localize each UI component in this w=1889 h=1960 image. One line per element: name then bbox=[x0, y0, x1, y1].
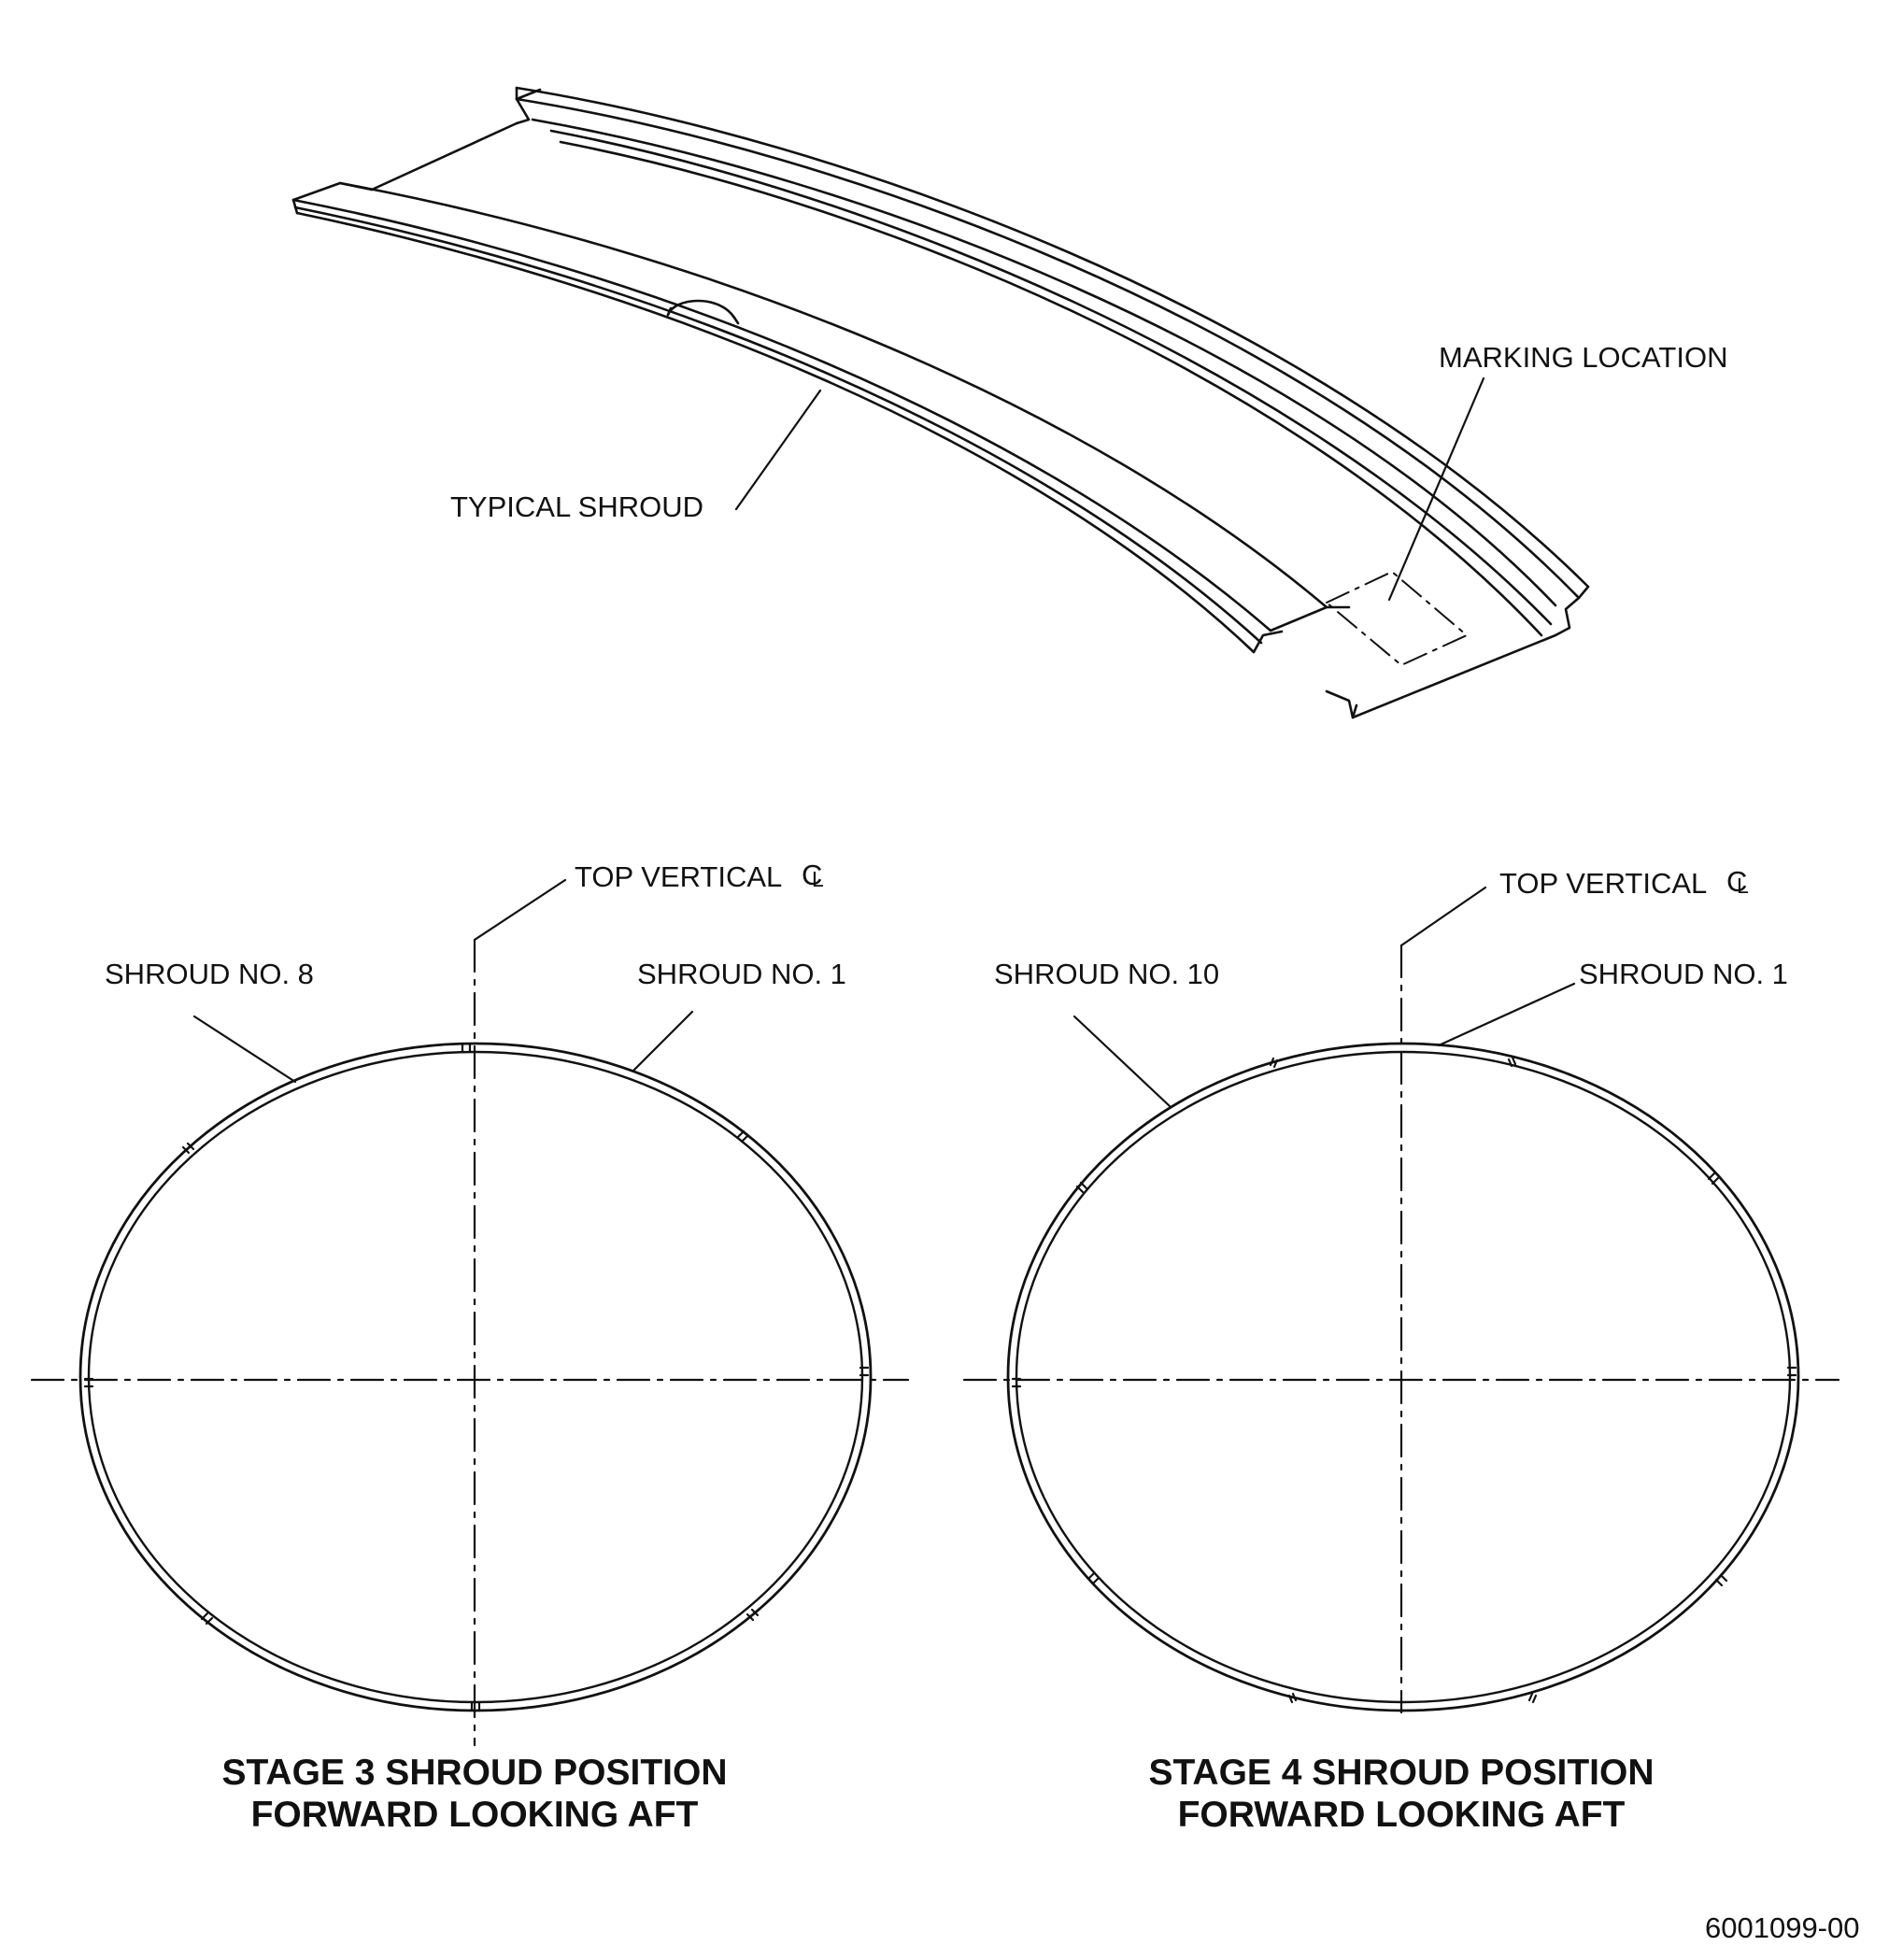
stage3-shroud-no-1-label: SHROUD NO. 1 bbox=[637, 958, 846, 990]
stage3-top-vertical-label: TOP VERTICAL bbox=[575, 860, 783, 893]
detail-leaders bbox=[734, 376, 1485, 602]
stage4-title-line2: FORWARD LOOKING AFT bbox=[1177, 1794, 1626, 1835]
stage3-leaders bbox=[192, 878, 694, 1084]
stage4-ring bbox=[1006, 1042, 1800, 1712]
drawing-number: 6001099-00 bbox=[1705, 1911, 1860, 1944]
stage4-centerline-l: L bbox=[1737, 873, 1749, 898]
typical-shroud-leader bbox=[734, 389, 822, 511]
stage3-title: STAGE 3 SHROUD POSITION FORWARD LOOKING … bbox=[221, 1753, 727, 1837]
typical-shroud-label: TYPICAL SHROUD bbox=[450, 490, 704, 523]
stage4-centerline-c: C bbox=[1726, 865, 1748, 898]
marking-location-label: MARKING LOCATION bbox=[1439, 341, 1728, 374]
stage3-centerline-l: L bbox=[812, 867, 824, 891]
stage3-centerline-c: C bbox=[802, 859, 823, 891]
stage4-shroud-no-10-label: SHROUD NO. 10 bbox=[994, 958, 1220, 990]
marking-location-leader bbox=[1387, 376, 1485, 602]
stage4-top-vertical-label: TOP VERTICAL bbox=[1499, 867, 1708, 900]
stage3-title-line1: STAGE 3 SHROUD POSITION bbox=[221, 1753, 728, 1793]
stage4-title: STAGE 4 SHROUD POSITION FORWARD LOOKING … bbox=[1148, 1753, 1654, 1837]
stage4-leaders bbox=[1072, 886, 1576, 1108]
stage3-centerlines bbox=[30, 938, 910, 1747]
stage4-title-line1: STAGE 4 SHROUD POSITION bbox=[1148, 1753, 1655, 1793]
stage4-centerlines bbox=[962, 944, 1840, 1714]
stage4-shroud-no-1-label: SHROUD NO. 1 bbox=[1579, 958, 1788, 990]
typical-shroud-part bbox=[291, 86, 1590, 719]
stage3-shroud-no-8-label: SHROUD NO. 8 bbox=[105, 958, 314, 990]
stage3-title-line2: FORWARD LOOKING AFT bbox=[250, 1794, 699, 1835]
